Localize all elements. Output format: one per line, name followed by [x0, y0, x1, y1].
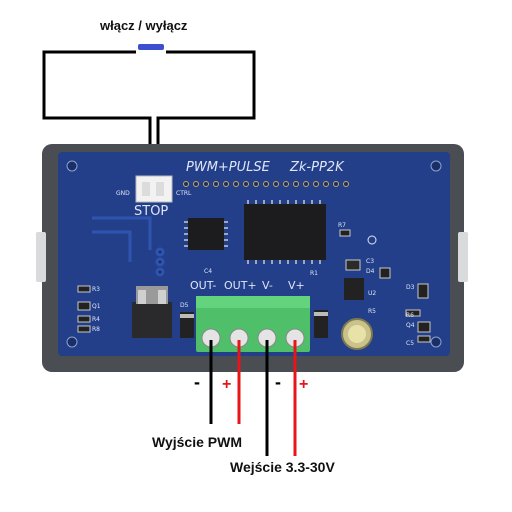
designator-r3: R3 [92, 286, 100, 293]
board-model: Zk-PP2K [290, 160, 344, 175]
mount-hole-icon [66, 160, 78, 172]
stop-label: STOP [134, 204, 169, 219]
small-ic-chip [188, 218, 224, 250]
terminal-screws [201, 328, 305, 348]
large-ic-chip [244, 204, 326, 260]
terminal-label-out-plus: OUT+ [224, 279, 257, 292]
mount-hole-icon [66, 336, 78, 348]
diode-right [314, 310, 328, 338]
designator-c5: C5 [406, 340, 415, 347]
push-button-icon [138, 44, 164, 50]
mount-hole-icon [430, 336, 442, 348]
designator-r4: R4 [92, 316, 100, 323]
designator-d4: D4 [366, 268, 375, 275]
capacitor-smd [345, 259, 361, 271]
header-pins [183, 181, 349, 187]
bezel-clip-left [36, 232, 46, 282]
pwm-output-label: Wyjście PWM [152, 434, 242, 450]
switch-wire-right [156, 50, 256, 182]
bezel-clip-right [458, 232, 468, 282]
power-transistor [132, 302, 172, 338]
designator-r6: R6 [406, 312, 414, 319]
minus-sign-input: - [275, 372, 281, 392]
terminal-label-v-minus: V- [262, 279, 273, 292]
designator-u2: U2 [368, 290, 377, 297]
designator-q4: Q4 [406, 322, 415, 329]
mount-hole-icon [430, 160, 442, 172]
designator-r7: R7 [338, 222, 346, 229]
terminal-label-v-plus: V+ [288, 279, 305, 292]
designator-q1: Q1 [92, 303, 101, 310]
board-title: PWM+PULSE [186, 160, 270, 175]
minus-sign-pwm: - [194, 372, 200, 392]
plus-sign-pwm: + [222, 376, 232, 393]
gnd-label: GND [116, 190, 130, 197]
diode-d5 [180, 312, 194, 338]
designator-d3: D3 [406, 284, 415, 291]
regulator-u2 [344, 278, 364, 300]
terminal-block [196, 296, 310, 352]
input-voltage-label: Wejście 3.3-30V [230, 459, 335, 475]
ctrl-label: CTRL [176, 190, 192, 197]
jst-connector [135, 175, 173, 203]
switch-wire-left [42, 50, 152, 182]
designator-c3: C3 [366, 258, 375, 265]
terminal-label-out-minus: OUT- [190, 279, 217, 292]
designator-r1: R1 [310, 270, 318, 277]
plus-sign-input: + [299, 376, 309, 393]
designator-r8: R8 [92, 326, 100, 333]
designator-c4: C4 [204, 268, 213, 275]
designator-r5: R5 [368, 308, 376, 315]
designator-d5: D5 [180, 302, 189, 309]
switch-label: włącz / wyłącz [100, 18, 188, 33]
